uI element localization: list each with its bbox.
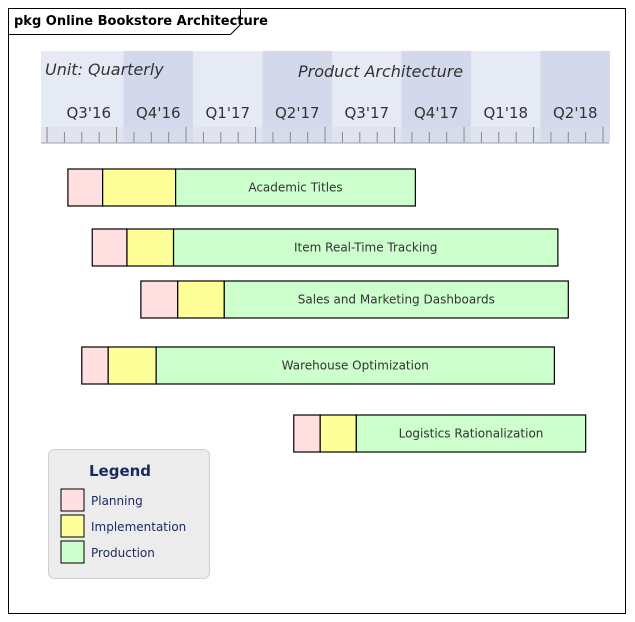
production-segment[interactable] xyxy=(172,228,559,267)
bar-label: Academic Titles xyxy=(248,181,342,195)
planning-segment[interactable] xyxy=(81,346,109,385)
quarter-label: Q4'17 xyxy=(414,104,459,122)
planning-segment[interactable] xyxy=(91,228,128,267)
bar-label: Sales and Marketing Dashboards xyxy=(298,293,495,307)
quarter-label: Q4'16 xyxy=(136,104,181,122)
production-segment[interactable] xyxy=(223,280,569,319)
implementation-segment[interactable] xyxy=(126,228,175,267)
implementation-segment[interactable] xyxy=(102,168,177,207)
legend-label: Planning xyxy=(91,494,143,508)
quarter-label: Q3'16 xyxy=(66,104,111,122)
quarter-label: Q2'17 xyxy=(275,104,320,122)
production-segment[interactable] xyxy=(355,414,587,453)
quarter-label: Q3'17 xyxy=(344,104,389,122)
unit-label: Unit: Quarterly xyxy=(45,60,164,79)
bar-label: Logistics Rationalization xyxy=(399,427,544,441)
production-segment[interactable] xyxy=(175,168,416,207)
production-segment[interactable] xyxy=(155,346,555,385)
timeline-header: Q3'16 Q4'16 Q1'17 Q2'17 Q3'17 Q4'17 Q1'18 Q2'18 xyxy=(41,51,610,144)
implementation-segment[interactable] xyxy=(319,414,357,453)
quarter-label: Q2'18 xyxy=(553,104,598,122)
planning-segment[interactable] xyxy=(67,168,104,207)
bar-label: Item Real-Time Tracking xyxy=(294,241,437,255)
legend-label: Implementation xyxy=(91,520,186,534)
legend-title: Legend xyxy=(89,462,151,480)
implementation-swatch xyxy=(60,514,85,538)
planning-segment[interactable] xyxy=(293,414,321,453)
planning-swatch xyxy=(60,488,85,512)
legend-label: Production xyxy=(91,546,155,560)
gantt-row[interactable]: Academic Titles xyxy=(67,168,416,207)
gantt-row[interactable]: Item Real-Time Tracking xyxy=(91,228,559,267)
implementation-segment[interactable] xyxy=(177,280,225,319)
planning-segment[interactable] xyxy=(140,280,179,319)
package-title: pkg Online Bookstore Architecture xyxy=(14,14,268,29)
legend-box xyxy=(48,449,210,579)
gantt-row[interactable]: Sales and Marketing Dashboards xyxy=(140,280,569,319)
gantt-row[interactable]: Warehouse Optimization xyxy=(81,346,555,385)
package-tab xyxy=(8,8,241,35)
implementation-segment[interactable] xyxy=(107,346,157,385)
gantt-row[interactable]: Logistics Rationalization xyxy=(293,414,587,453)
timeline-title: Product Architecture xyxy=(298,62,463,81)
quarter-label: Q1'18 xyxy=(483,104,528,122)
bar-label: Warehouse Optimization xyxy=(282,359,429,373)
quarter-label: Q1'17 xyxy=(205,104,250,122)
production-swatch xyxy=(60,540,85,564)
